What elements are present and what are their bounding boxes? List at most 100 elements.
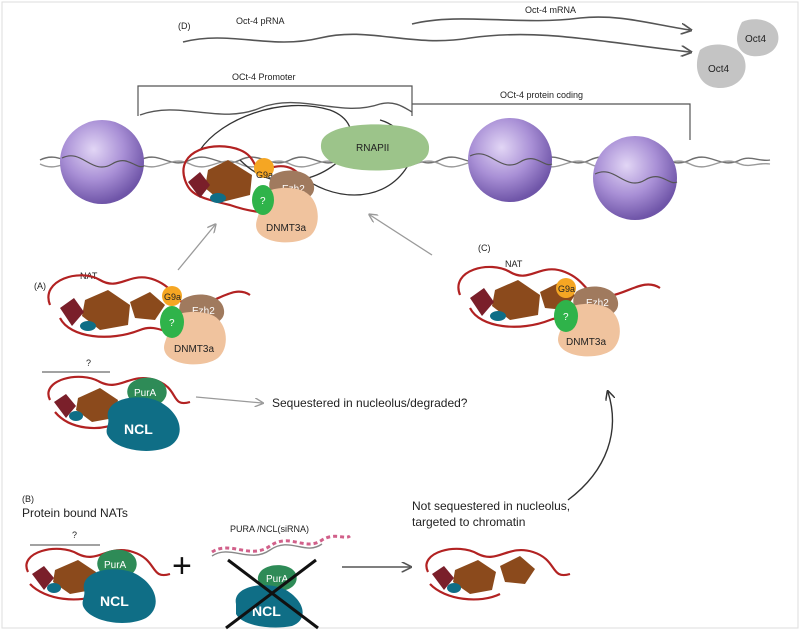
nucleosome-2 — [468, 118, 552, 202]
panel-c-g9a-label: G9a — [558, 284, 575, 294]
promoter-bracket — [137, 85, 413, 116]
nucleosome-2-wrap — [469, 153, 553, 166]
panel-a-g9a-label: G9a — [164, 292, 181, 302]
panel-c: (C) NAT G9a Ezh2 DNMT3a ? — [457, 243, 661, 357]
panel-b-label: (B) — [22, 494, 34, 504]
knockdown-ncl-blob — [235, 585, 303, 628]
promoter-label: OCt-4 Promoter — [232, 72, 296, 82]
panel-a-ncl-label: NCL — [124, 421, 153, 437]
top-g9a-label: G9a — [256, 170, 273, 180]
panel-a-brown-protein-2 — [130, 292, 165, 320]
panel-a-lower-rna — [47, 375, 191, 405]
panel-c-label: (C) — [478, 243, 491, 253]
panel-b-teal-protein — [47, 583, 61, 593]
panel-b-maroon-protein — [32, 566, 54, 590]
arrow-a-to-top — [177, 225, 215, 271]
panel-b-title: Protein bound NATs — [22, 506, 128, 520]
arrow-c-to-top — [370, 215, 433, 256]
nucleosome-1-wrap — [61, 155, 145, 168]
panel-c-nat-rna — [457, 265, 661, 298]
panel-a-unknown-blob — [160, 306, 184, 338]
oct4-protein-blob-right — [737, 19, 779, 57]
panel-a-dnmt3a-label: DNMT3a — [174, 344, 214, 355]
oct4-mrna-strand — [411, 16, 690, 30]
panel-d: (D) Oct-4 pRNA Oct-4 mRNA Oct4 Oct4 OCt-… — [39, 5, 779, 243]
panel-a-lower-brown-protein — [76, 388, 118, 422]
panel-c-maroon-protein — [470, 288, 494, 316]
panel-c-unknown-blob — [554, 300, 578, 332]
top-maroon-protein — [188, 172, 210, 198]
panel-a-maroon-protein — [60, 298, 84, 326]
top-unknown-blob — [252, 185, 274, 215]
coding-bracket — [412, 103, 691, 140]
panel-d-label: (D) — [178, 21, 191, 31]
panel-a-brown-protein — [82, 290, 130, 330]
panel-b-nat-rna — [25, 547, 171, 577]
knockdown-pura-blob — [257, 565, 297, 592]
panel-a-teal-protein — [80, 321, 96, 331]
top-teal-protein — [210, 193, 226, 203]
panel-c-nat-label: NAT — [505, 259, 523, 269]
panel-a-bar-unknown: ? — [86, 358, 91, 368]
knockdown-ncl-label: NCL — [252, 603, 281, 619]
released-teal-protein — [447, 583, 461, 593]
top-g9a-blob — [254, 158, 274, 178]
panel-a-ncl-blob — [106, 397, 180, 451]
sirna-backbone — [211, 543, 323, 557]
top-repressor-complex: G9a Ezh2 DNMT3a ? — [182, 145, 318, 243]
panel-c-teal-protein — [490, 311, 506, 321]
panel-a-ezh2-label: Ezh2 — [192, 306, 215, 317]
knockdown-cross-2 — [225, 558, 317, 630]
promoter-rna-loop-1 — [139, 101, 413, 116]
oct4-protein-blob-left — [696, 44, 746, 88]
rnapii-blob — [320, 124, 430, 171]
top-brown-protein — [205, 160, 252, 202]
sequestered-text: Sequestered in nucleolus/degraded? — [272, 396, 468, 410]
released-maroon-protein — [432, 566, 454, 590]
knockdown-pura-label: PurA — [266, 574, 289, 585]
panel-a: (A) NAT G9a Ezh2 DNMT3a ? ? PurA NCL Seq… — [34, 271, 468, 451]
panel-a-label: (A) — [34, 281, 46, 291]
not-sequestered-line2: targeted to chromatin — [412, 515, 525, 529]
panel-c-ezh2-label: Ezh2 — [586, 298, 609, 309]
panel-b-pura-label: PurA — [104, 560, 127, 571]
panel-c-brown-protein — [492, 280, 540, 320]
nucleosome-3-wrap — [594, 171, 678, 184]
panel-a-g9a-blob — [162, 286, 182, 306]
panel-c-unknown-label: ? — [563, 312, 569, 323]
panel-c-dnmt3a-label: DNMT3a — [566, 337, 606, 348]
top-unknown-label: ? — [260, 196, 266, 207]
oct4-prna-label: Oct-4 pRNA — [236, 16, 285, 26]
released-brown-protein-2 — [500, 556, 535, 584]
sirna-strand — [211, 534, 351, 554]
oct4-protein-label-left: Oct4 — [708, 64, 730, 75]
released-nat-rna-2 — [429, 583, 501, 601]
arrow-b-to-c — [567, 392, 612, 501]
panel-b-ncl-label: NCL — [100, 593, 129, 609]
panel-c-g9a-blob — [556, 278, 576, 298]
sirna-label: PURA /NCL(siRNA) — [230, 524, 309, 534]
panel-b: (B) Protein bound NATs ? PurA NCL + PURA… — [22, 494, 571, 630]
panel-b-bar-unknown: ? — [72, 530, 77, 540]
panel-a-lower-maroon-protein — [54, 394, 76, 418]
panel-a-lower-teal-protein — [69, 411, 83, 421]
oct4-prna-strand — [182, 33, 690, 52]
nucleosome-3 — [593, 136, 677, 220]
panel-a-unknown-label: ? — [169, 318, 175, 329]
not-sequestered-line1: Not sequestered in nucleolus, — [412, 499, 570, 513]
released-nat-rna — [425, 547, 571, 577]
plus-sign: + — [172, 547, 192, 585]
panel-b-ncl-blob — [82, 569, 156, 623]
rnapii-label: RNAPII — [356, 143, 389, 154]
arrow-to-sequestered — [195, 396, 262, 403]
panel-a-pura-label: PurA — [134, 388, 157, 399]
oct4-protein-label-right: Oct4 — [745, 34, 767, 45]
coding-label: OCt-4 protein coding — [500, 90, 583, 100]
top-dnmt3a-label: DNMT3a — [266, 223, 306, 234]
nucleosome-1 — [60, 120, 144, 204]
oct4-mrna-label: Oct-4 mRNA — [525, 5, 576, 15]
released-brown-protein — [453, 560, 496, 594]
